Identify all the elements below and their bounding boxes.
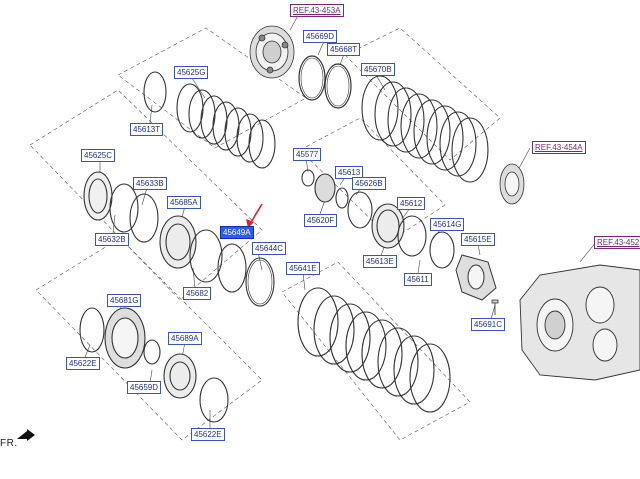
part-label-45633b[interactable]: 45633B (133, 177, 167, 190)
clutch-plates-45670b (361, 75, 489, 183)
part-label-45615e[interactable]: 45615E (461, 233, 495, 246)
part-label-45689a[interactable]: 45689A (168, 332, 202, 345)
part-label-45626b[interactable]: 45626B (352, 177, 386, 190)
center-small-parts (301, 169, 373, 229)
part-label-45622e-bottom[interactable]: 45622E (191, 428, 225, 441)
part-label-45612[interactable]: 45612 (397, 197, 426, 210)
part-label-45669d[interactable]: 45669D (303, 30, 338, 43)
part-label-45577[interactable]: 45577 (293, 148, 322, 161)
pump-assembly (249, 25, 295, 79)
part-label-45659d[interactable]: 45659D (127, 381, 162, 394)
snap-rings-top (298, 55, 352, 109)
ref-43-453a-link[interactable]: REF.43-453A (290, 4, 344, 17)
gear-ref-454a (499, 163, 525, 205)
part-label-45644c[interactable]: 45644C (252, 242, 287, 255)
drum-45681g (79, 307, 229, 423)
part-label-45613e[interactable]: 45613E (363, 255, 397, 268)
part-label-45625g[interactable]: 45625G (174, 66, 209, 79)
part-label-45649a-selected[interactable]: 45649A (220, 226, 254, 239)
transmission-case (519, 264, 640, 381)
part-label-45670b[interactable]: 45670B (361, 63, 395, 76)
part-label-45620f[interactable]: 45620F (304, 214, 338, 227)
part-label-45685a[interactable]: 45685A (167, 196, 201, 209)
forward-direction-label: FR. (0, 438, 18, 449)
clutch-plates-45625g (176, 83, 276, 169)
ref-43-454a-link[interactable]: REF.43-454A (532, 141, 586, 154)
pointer-arrow (246, 203, 263, 228)
right-mid-parts (371, 203, 455, 269)
clutch-plates-45641e (297, 287, 451, 413)
part-label-45622e-left[interactable]: 45622E (66, 357, 100, 370)
part-label-45691c[interactable]: 45691C (471, 318, 506, 331)
snap-ring-45613t (143, 71, 167, 113)
part-label-45632b[interactable]: 45632B (95, 233, 129, 246)
part-label-45613[interactable]: 45613 (335, 166, 364, 179)
part-label-45681g[interactable]: 45681G (107, 294, 142, 307)
part-label-45668t[interactable]: 45668T (327, 43, 361, 56)
part-label-45613t[interactable]: 45613T (130, 123, 164, 136)
bolt-45691c (491, 299, 499, 315)
part-label-45641e[interactable]: 45641E (286, 262, 320, 275)
part-label-45611[interactable]: 45611 (404, 273, 432, 286)
ref-43-452-link[interactable]: REF.43-452 (594, 236, 640, 249)
part-label-45625c[interactable]: 45625C (81, 149, 116, 162)
piston-group (83, 171, 275, 307)
part-label-45614g[interactable]: 45614G (430, 218, 465, 231)
part-label-45682[interactable]: 45682 (183, 287, 212, 300)
bracket-45615e (455, 254, 497, 301)
forward-arrow-icon (17, 429, 35, 441)
